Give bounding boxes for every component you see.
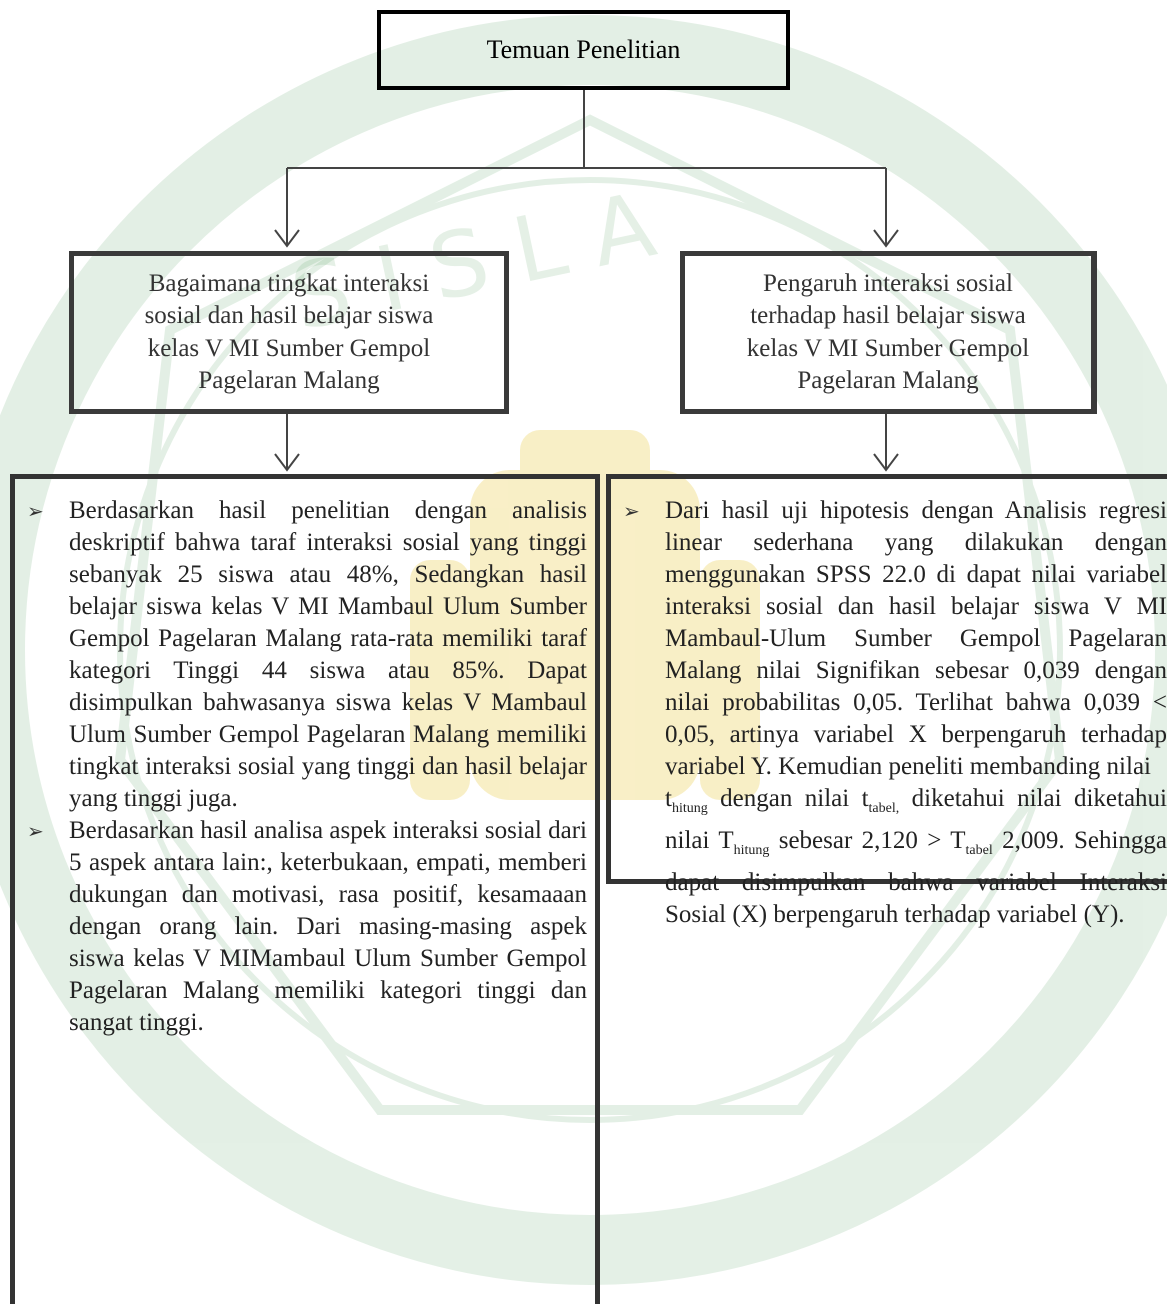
question-left-line: sosial dan hasil belajar siswa [144, 302, 434, 329]
question-left-line: Bagaimana tingkat interaksi [148, 269, 430, 297]
finding-text-part: Dari hasil uji hipotesis dengan Analisis… [665, 497, 1167, 780]
bullet-arrow-icon: ➢ [27, 819, 44, 843]
question-right-line: Pengaruh interaksi sosial [763, 269, 1013, 297]
top-box-label: Temuan Penelitian [486, 35, 681, 64]
question-box-right: Pengaruh interaksi sosial terhadap hasil… [680, 251, 1097, 414]
finding-text: Berdasarkan hasil penelitian dengan anal… [69, 497, 587, 812]
T-tabel-subscript: tabel [965, 843, 993, 858]
t-tabel-symbol: t [861, 785, 869, 812]
bullet-arrow-icon: ➢ [623, 499, 640, 523]
top-box-temuan-penelitian: Temuan Penelitian [377, 10, 790, 90]
T-hitung-subscript: hitung [733, 843, 770, 858]
question-left-line: Pagelaran Malang [198, 367, 380, 394]
finding-text-part: diketahui nilai diketahui nilai [665, 785, 1167, 854]
finding-item: ➢ Dari hasil uji hipotesis dengan Analis… [611, 495, 1167, 931]
T-tabel-symbol: T [950, 827, 966, 854]
findings-box-right: ➢ Dari hasil uji hipotesis dengan Analis… [606, 474, 1167, 928]
T-hitung-symbol: T [718, 827, 734, 854]
question-right-line: kelas V MI Sumber Gempol [746, 334, 1030, 362]
t-tabel-subscript: tabel, [868, 801, 900, 816]
question-right-line: Pagelaran Malang [797, 367, 979, 394]
finding-text-part: 2,009. Sehingga dapat disimpulkan bahwa … [665, 827, 1167, 928]
finding-text-part: dengan nilai [707, 785, 862, 812]
t-hitung-subscript: hitung [671, 801, 708, 816]
findings-list-right: ➢ Dari hasil uji hipotesis dengan Analis… [611, 495, 1167, 931]
finding-item: ➢ Berdasarkan hasil penelitian dengan an… [15, 495, 587, 815]
question-left-line: kelas V MI Sumber Gempol [147, 334, 431, 362]
finding-text: Berdasarkan hasil analisa aspek interaks… [69, 817, 587, 1036]
finding-text-part: sebesar 2,120 > [769, 827, 951, 854]
bullet-arrow-icon: ➢ [27, 499, 44, 523]
findings-box-left: ➢ Berdasarkan hasil penelitian dengan an… [10, 474, 600, 1304]
findings-list-left: ➢ Berdasarkan hasil penelitian dengan an… [15, 495, 587, 1039]
t-hitung-symbol: t [665, 785, 672, 812]
question-box-left: Bagaimana tingkat interaksi sosial dan h… [69, 251, 509, 414]
question-right-line: terhadap hasil belajar siswa [750, 302, 1026, 329]
finding-item: ➢ Berdasarkan hasil analisa aspek intera… [15, 815, 587, 1039]
